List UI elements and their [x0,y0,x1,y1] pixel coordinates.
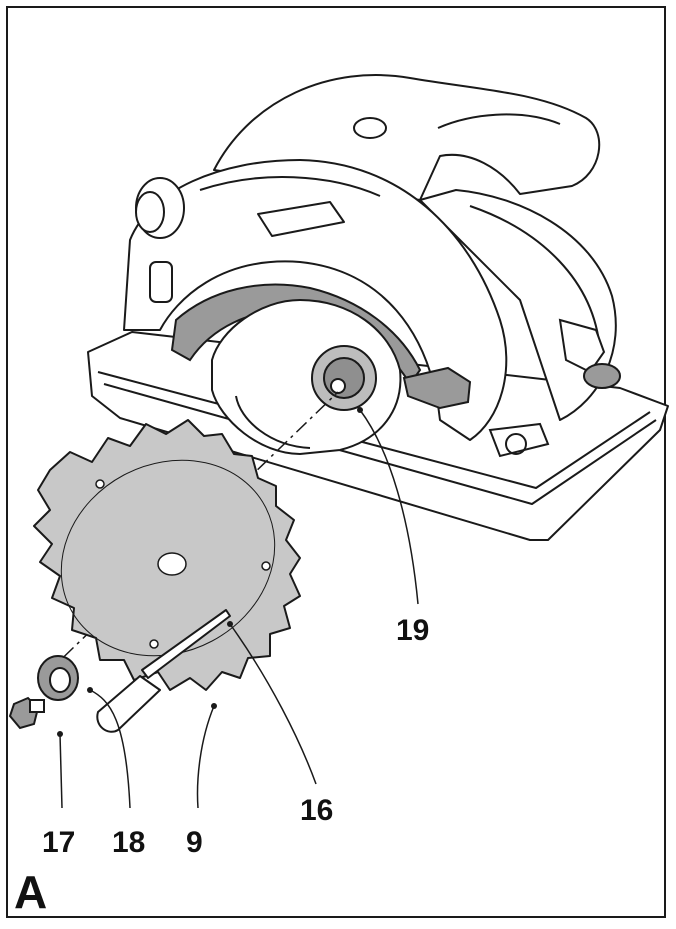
saw-blade [33,419,301,691]
figure-frame [6,6,666,918]
upper-guard [123,159,508,441]
hex-key-wrench [96,609,231,733]
figure-label: A [14,866,47,918]
guard-lever [402,366,472,410]
outer-flange [37,655,79,701]
bevel-adjust [488,318,621,458]
leader-dots [57,407,363,737]
leader-lines [59,409,419,809]
callout-16: 16 [300,794,333,827]
clamping-bolt [8,696,45,730]
callout-9: 9 [186,826,203,859]
callout-17: 17 [42,826,75,859]
callout-19: 19 [396,614,429,647]
spindle-area [211,298,402,456]
callout-18: 18 [112,826,145,859]
motor-housing [419,189,617,421]
